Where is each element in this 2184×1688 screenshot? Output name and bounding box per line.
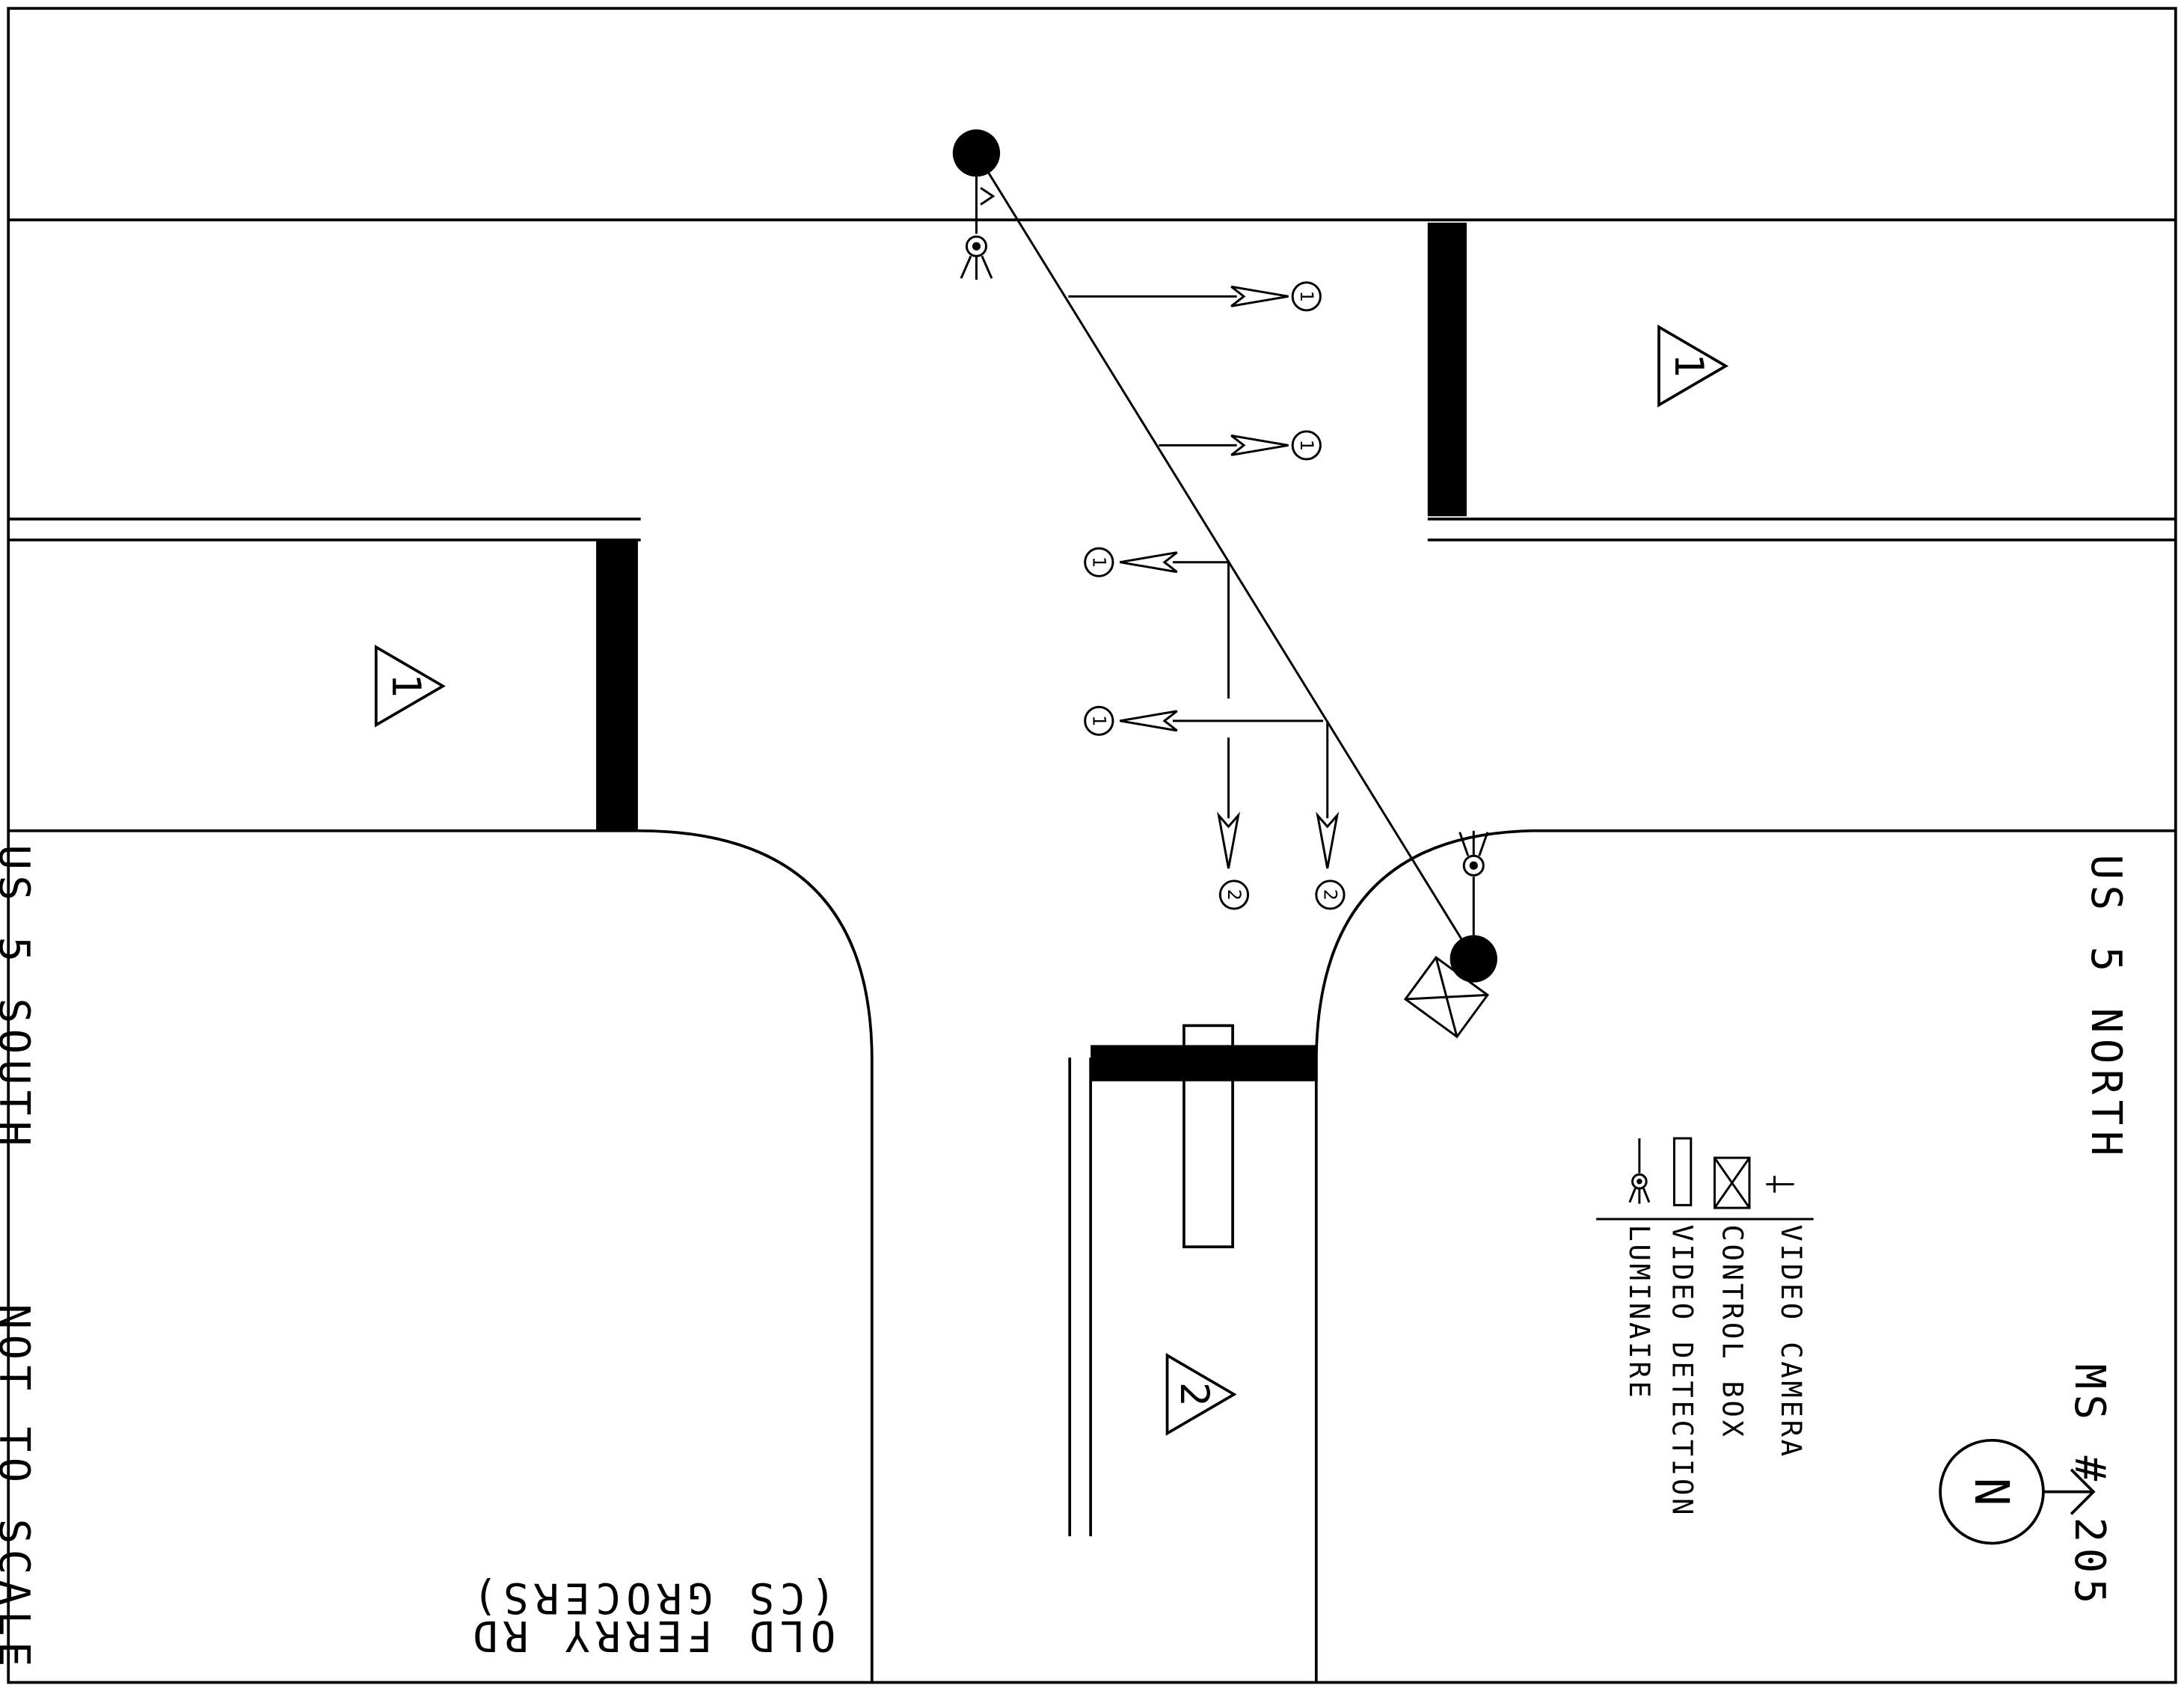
control-box-icon [1403,956,1489,1039]
legend-label-luminaire: LUMINAIRE [1623,1224,1656,1400]
video-camera-icon [980,186,996,206]
approach-label-east: 1 [1666,354,1711,378]
pole-southeast [1403,830,1497,1039]
signal-pole-southeast [1450,935,1497,983]
phase-arrows: 1 1 1 1 2 2 [1068,281,1346,910]
legend-video-detection-icon [1672,1137,1693,1206]
approach-marker-west: 1 [374,644,446,728]
approach-marker-south: 2 [1165,1353,1237,1436]
stop-bar-west [596,539,638,829]
road-label-us5-south: US 5 SOUTH [0,844,38,1151]
video-detection-zone [1183,1024,1234,1249]
phase-nb-left: 2 [1224,889,1245,900]
phase-eb-lower: 1 [1296,440,1317,451]
legend-label-control-box: CONTROL BOX [1717,1224,1749,1439]
phase-wb-upper: 1 [1088,556,1109,568]
pole-north [952,129,1001,280]
legend-label-video-detection: VIDEO DETECTION [1666,1224,1699,1517]
phase-wb-lower: 1 [1088,715,1109,726]
legend-video-camera-icon [1766,1176,1794,1193]
legend-control-box-icon [1713,1156,1751,1209]
approach-label-south: 2 [1171,1382,1216,1407]
stop-bar-south [1091,1045,1318,1081]
luminaire-icon [1458,830,1489,877]
signal-pole-north [952,129,1001,177]
approach-label-west: 1 [383,674,428,699]
phase-nb-right: 2 [1319,889,1340,900]
legend-label-video-camera: VIDEO CAMERA [1775,1224,1808,1458]
luminaire-icon [960,235,993,280]
approach-marker-east: 1 [1657,325,1729,408]
scale-note: NOT TO SCALE [0,1304,38,1672]
road-label-cs-grocers: (CS GROCERS) [467,1574,835,1622]
phase-eb-upper: 1 [1296,291,1317,302]
camera-span-line [975,152,1475,960]
north-arrow: N [1939,1438,2096,1545]
stop-bar-east [1427,222,1467,517]
road-label-us5-north: US 5 NORTH [2082,854,2130,1161]
sheet-border [7,7,2177,1684]
roadway-edges [8,218,2176,1683]
north-arrow-label: N [1964,1478,2019,1506]
legend: VIDEO CAMERA CONTROL BOX VIDEO DETECTION… [1596,1137,1814,1517]
road-label-old-ferry-rd: OLD FERRY RD [467,1611,835,1660]
legend-luminaire-icon [1628,1138,1651,1204]
